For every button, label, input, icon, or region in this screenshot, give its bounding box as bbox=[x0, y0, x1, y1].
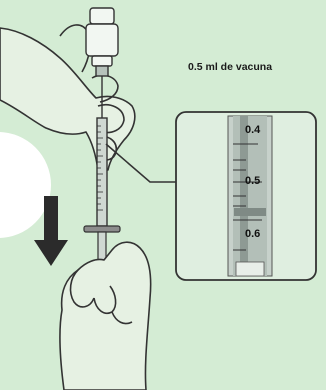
vial-icon bbox=[86, 8, 118, 76]
scale-label-0-4: 0.4 bbox=[245, 124, 260, 136]
white-circle-shape bbox=[0, 132, 51, 238]
magnified-inset bbox=[176, 112, 316, 280]
hand-holding-plunger-icon bbox=[60, 242, 151, 390]
scale-label-0-5: 0.5 bbox=[245, 175, 260, 187]
dose-caption: 0.5 ml de vacuna bbox=[188, 61, 272, 73]
scale-label-0-6: 0.6 bbox=[245, 228, 260, 240]
